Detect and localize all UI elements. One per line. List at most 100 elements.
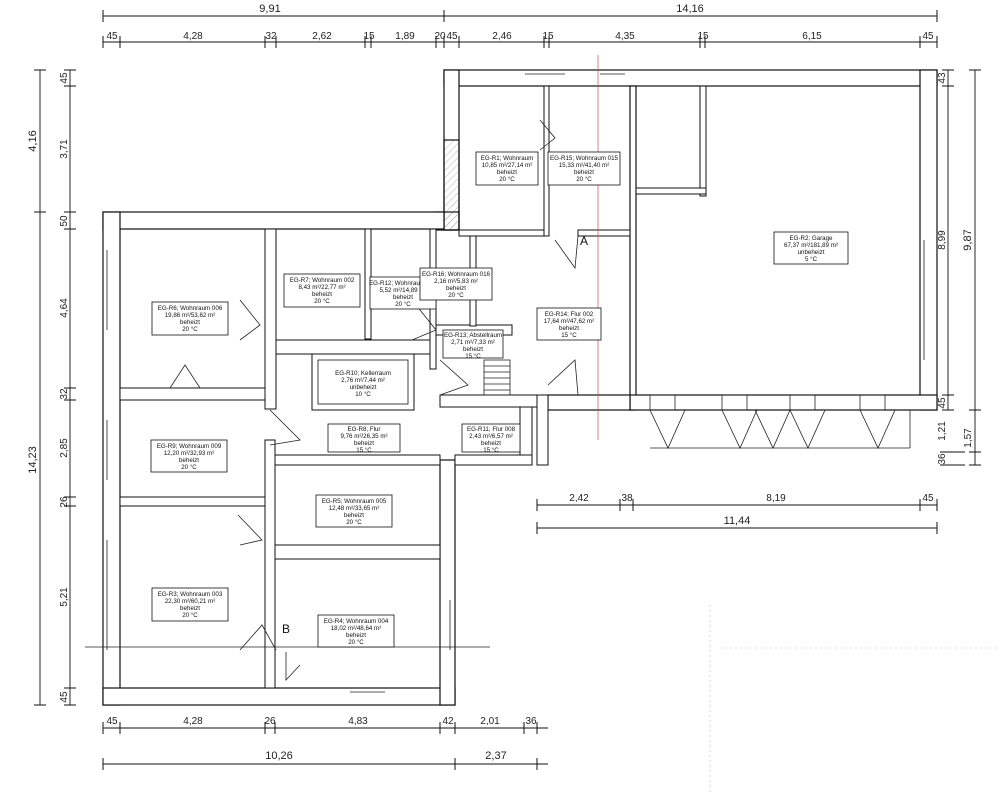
room-r11-name: EG-R11; Flur 008 [467, 426, 516, 433]
dim-top-detail: 32 [265, 31, 277, 42]
room-r3-temp: 20 °C [182, 612, 198, 619]
dim-bottom-detail: 42 [442, 716, 454, 727]
dim-left-outer: 4,16 [27, 130, 39, 151]
door-swings [169, 119, 579, 682]
dim-right-inner: 1,57 [963, 428, 974, 448]
room-r2-name: EG-R2; Garage [790, 235, 834, 242]
room-r5-name: EG-R5; Wohnraum 005 [322, 498, 387, 505]
dim-top-detail: 15 [697, 31, 709, 42]
room-r4-name: EG-R4; Wohnraum 004 [324, 618, 389, 625]
dim-bottom-detail: 4,28 [183, 716, 203, 727]
room-r14-status: beheizt [559, 325, 579, 332]
room-r6-temp: 20 °C [182, 326, 198, 333]
room-r14-name: EG-R14; Flur 002 [545, 311, 594, 318]
dim-top-detail: 2,62 [312, 31, 332, 42]
room-r7-status: beheizt [312, 291, 332, 298]
room-r10-area: 2,76 m²/7,44 m² [341, 377, 385, 384]
dim-right-inner: 36 [937, 453, 948, 465]
dim-top-detail: 45 [106, 31, 118, 42]
dim-bottom-total: 2,37 [485, 750, 506, 762]
room-r2-status: unbeheizt [798, 249, 825, 256]
dim-left-inner: 32 [59, 388, 70, 400]
room-r13-temp: 15 °C [465, 353, 481, 360]
room-r1-name: EG-R1; Wohnraum [481, 155, 534, 162]
room-r2-temp: 5 °C [805, 256, 818, 263]
dim-top-detail: 15 [363, 31, 375, 42]
room-r15-name: EG-R15; Wohnraum 015 [550, 155, 619, 162]
room-r16-status: beheizt [446, 285, 466, 292]
dim-bottom-detail: 4,83 [348, 716, 368, 727]
room-r12-temp: 20 °C [395, 301, 411, 308]
dim-right-outer: 9,87 [962, 229, 974, 250]
room-r4-status: beheizt [346, 632, 366, 639]
room-labels: EG-R1; Wohnraum 10,85 m²/27,14 m² beheiz… [150, 151, 849, 648]
room-r3-area: 22,30 m²/60,21 m² [165, 598, 216, 605]
dim-left-inner: 2,85 [59, 438, 70, 458]
dim-bottom-detail: 45 [106, 716, 118, 727]
dim-middle-detail: 45 [922, 493, 934, 504]
dim-top-detail: 45 [922, 31, 934, 42]
room-r5-status: beheizt [344, 512, 364, 519]
dim-top-detail: 15 [542, 31, 554, 42]
dim-right-inner: 8,99 [937, 230, 948, 250]
dim-left-outer: 14,23 [27, 446, 39, 474]
room-r11-status: beheizt [481, 440, 501, 447]
dimension-lines [34, 10, 981, 770]
room-r14-area: 17,64 m²/47,62 m² [544, 318, 595, 325]
room-r3-name: EG-R3; Wohnraum 003 [158, 591, 223, 598]
room-r13-status: beheizt [463, 346, 483, 353]
dim-top-total-2: 14,16 [676, 3, 704, 15]
room-r4-area: 18,02 m²/48,64 m² [331, 625, 382, 632]
walls [102, 69, 938, 706]
room-r5-temp: 20 °C [346, 519, 362, 526]
room-r8-area: 9,76 m²/26,35 m² [340, 433, 387, 440]
dim-left-inner: 5,21 [59, 587, 70, 607]
dim-left-inner: 4,64 [59, 298, 70, 318]
dim-top-total-1: 9,91 [259, 3, 280, 15]
dim-top-detail: 45 [446, 31, 458, 42]
room-r11-area: 2,43 m²/6,57 m² [469, 433, 513, 440]
room-r9-temp: 20 °C [181, 464, 197, 471]
dim-left-inner: 45 [59, 691, 70, 703]
room-r13-name: EG-R13; Abstellraum [444, 332, 502, 339]
dim-left-inner: 50 [59, 215, 70, 227]
dim-middle-detail: 38 [621, 493, 633, 504]
room-r6-status: beheizt [180, 319, 200, 326]
room-r9-status: beheizt [179, 457, 199, 464]
stairs [483, 359, 511, 396]
room-r8-temp: 15 °C [356, 447, 372, 454]
window-marks [106, 73, 925, 693]
dim-top-detail: 1,89 [395, 31, 415, 42]
section-marker-a: A [580, 234, 588, 248]
room-r6-name: EG-R6; Wohnraum 006 [158, 305, 223, 312]
room-r15-status: beheizt [574, 169, 594, 176]
room-r12-name: EG-R12; Wohnraum 012 [369, 280, 438, 287]
dim-left-inner: 3,71 [59, 139, 70, 159]
dim-bottom-detail: 36 [525, 716, 537, 727]
room-r10-temp: 10 °C [355, 391, 371, 398]
room-r16-name: EG-R16; Wohnraum 016 [422, 271, 491, 278]
room-r6-area: 19,86 m²/53,62 m² [165, 312, 216, 319]
garage-doors [649, 394, 911, 449]
room-r3-status: beheizt [180, 605, 200, 612]
room-r5-area: 12,48 m²/33,65 m² [329, 505, 380, 512]
room-r15-temp: 20 °C [576, 176, 592, 183]
room-r9-name: EG-R9; Wohnraum 009 [157, 443, 222, 450]
section-marker-b: B [282, 622, 290, 636]
room-r1-status: beheizt [497, 169, 517, 176]
room-r9-area: 12,20 m²/32,93 m² [164, 450, 215, 457]
room-r13-area: 2,71 m²/7,33 m² [451, 339, 495, 346]
dim-top-detail: 20 [434, 31, 446, 42]
room-r16-area: 2,16 m²/5,83 m² [434, 278, 478, 285]
dim-middle-detail: 2,42 [569, 493, 589, 504]
room-r1-area: 10,85 m²/27,14 m² [482, 162, 533, 169]
room-r7-area: 8,43 m²/22,77 m² [298, 284, 345, 291]
dim-middle-total: 11,44 [724, 515, 751, 527]
dim-middle-detail: 8,19 [766, 493, 786, 504]
room-r4-temp: 20 °C [348, 639, 364, 646]
room-r15-area: 15,33 m²/41,40 m² [559, 162, 610, 169]
dim-bottom-detail: 26 [264, 716, 276, 727]
dim-right-inner: 45 [937, 397, 948, 409]
room-r2-area: 67,37 m²/181,89 m² [784, 242, 838, 249]
